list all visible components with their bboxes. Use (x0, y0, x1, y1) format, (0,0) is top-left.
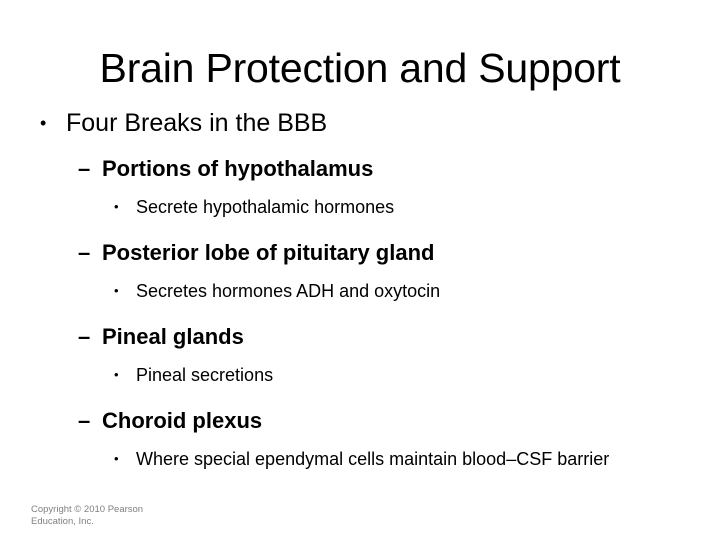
bullet-level3-text: Pineal secretions (136, 365, 274, 385)
bullet-dot-icon: • (114, 451, 119, 466)
bullet-dash-icon: – (78, 324, 91, 349)
bullet-level2-text: Pineal glands (102, 324, 244, 349)
bullet-level3: • Pineal secretions (114, 362, 654, 388)
copyright-line-1: Copyright © 2010 Pearson (31, 504, 144, 515)
copyright-notice: Copyright © 2010 Pearson Education, Inc. (31, 504, 231, 528)
bullet-level1: • Four Breaks in the BBB (40, 106, 720, 140)
bullet-level3: • Secretes hormones ADH and oxytocin (114, 278, 654, 304)
bullet-dash-icon: – (78, 408, 91, 433)
bullet-dot-icon: • (114, 283, 119, 298)
bullet-level3-text: Where special ependymal cells maintain b… (136, 449, 610, 469)
bullet-level3-text: Secretes hormones ADH and oxytocin (136, 281, 441, 301)
copyright-line-2: Education, Inc. (31, 516, 94, 527)
bullet-level2-text: Posterior lobe of pituitary gland (102, 240, 435, 265)
slide-body: • Four Breaks in the BBB – Portions of h… (0, 106, 720, 490)
bullet-level3: • Where special ependymal cells maintain… (114, 446, 654, 472)
bullet-level3: • Secrete hypothalamic hormones (114, 194, 654, 220)
bullet-dot-icon: • (40, 113, 47, 133)
bullet-level3-text: Secrete hypothalamic hormones (136, 197, 395, 217)
bullet-level2: – Pineal glands (78, 322, 720, 352)
bullet-level2-text: Choroid plexus (102, 408, 263, 433)
bullet-dot-icon: • (114, 199, 119, 214)
bullet-level2: – Posterior lobe of pituitary gland (78, 238, 720, 268)
bullet-level2-text: Portions of hypothalamus (102, 156, 374, 181)
bullet-dot-icon: • (114, 367, 119, 382)
bullet-level2: – Portions of hypothalamus (78, 154, 720, 184)
bullet-level2: – Choroid plexus (78, 406, 720, 436)
bullet-dash-icon: – (78, 240, 91, 265)
bullet-level1-text: Four Breaks in the BBB (66, 109, 328, 137)
slide-title: Brain Protection and Support (99, 45, 621, 91)
bullet-dash-icon: – (78, 156, 91, 181)
